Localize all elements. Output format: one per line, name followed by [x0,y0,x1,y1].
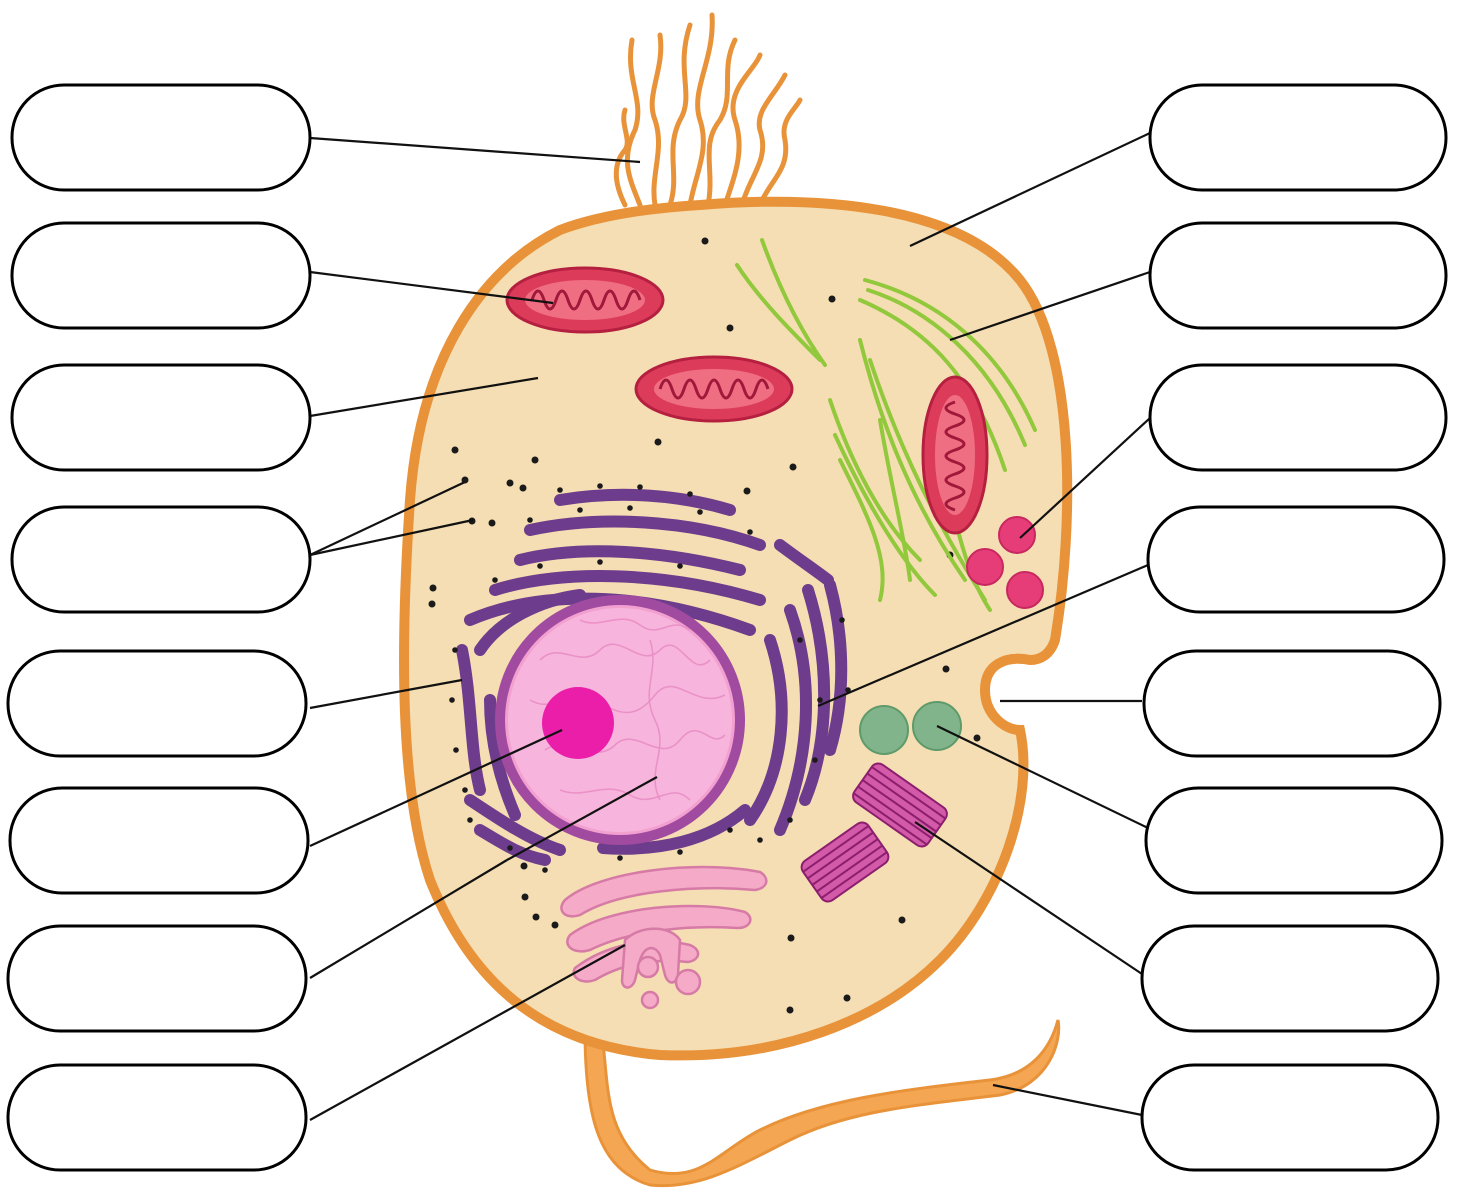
label-box-right-8[interactable] [1142,1065,1438,1170]
label-box-left-7[interactable] [8,926,306,1031]
mitochondrion-2 [636,357,792,421]
label-box-right-1[interactable] [1150,85,1446,190]
label-box-right-7[interactable] [1142,926,1438,1031]
label-box-right-6[interactable] [1146,788,1442,893]
label-box-left-6[interactable] [10,788,308,893]
mitochondrion-3 [923,377,987,533]
label-box-right-2[interactable] [1150,223,1446,328]
nucleolus [542,687,614,759]
label-boxes-left [8,85,310,1170]
label-box-right-4[interactable] [1148,507,1444,612]
cilia [616,15,800,205]
label-boxes-right [1142,85,1446,1170]
label-box-left-5[interactable] [8,651,306,756]
label-box-right-3[interactable] [1150,365,1446,470]
label-box-left-8[interactable] [8,1065,306,1170]
label-box-left-2[interactable] [12,223,310,328]
nucleus [500,600,740,840]
label-box-left-4[interactable] [12,507,310,612]
label-box-left-3[interactable] [12,365,310,470]
label-box-left-1[interactable] [12,85,310,190]
label-box-right-5[interactable] [1144,651,1440,756]
